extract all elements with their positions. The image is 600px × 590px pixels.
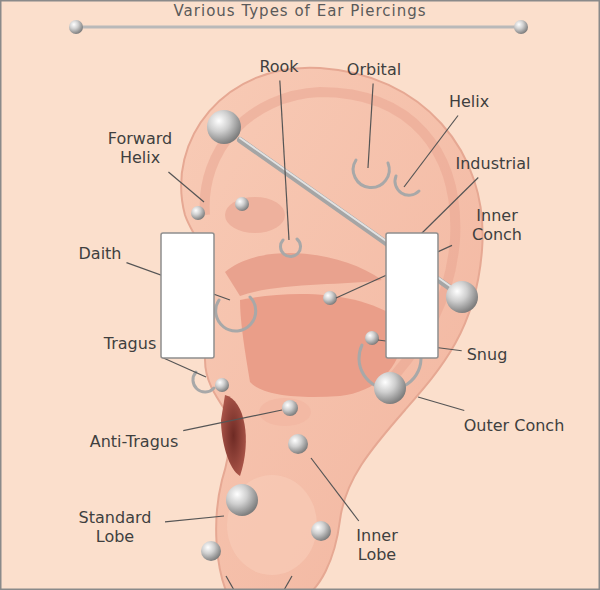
part-label: Snug	[467, 345, 508, 364]
part-label: Orbital	[347, 60, 401, 79]
daith-hoop	[216, 297, 256, 331]
part-label: Anti-Tragus	[90, 432, 179, 451]
part-label: Industrial	[455, 154, 530, 173]
ear-canal	[221, 395, 246, 476]
leader-stubs	[226, 576, 292, 590]
barbell-ball	[446, 281, 478, 313]
part-label: Outer Conch	[464, 416, 565, 435]
ear-outline	[181, 68, 482, 590]
barbell-ball	[69, 20, 83, 34]
leader-line	[404, 116, 458, 188]
part-label: Forward Helix	[95, 129, 185, 167]
toggle-opening	[161, 233, 214, 358]
rook-hoop	[281, 239, 301, 257]
part-label: Standard Lobe	[70, 508, 160, 546]
studs	[191, 197, 406, 561]
triangular-fossa	[225, 197, 285, 233]
part-label: Rook	[259, 57, 298, 76]
leader-line	[284, 576, 292, 590]
barbell-ball	[514, 20, 528, 34]
leader-line	[280, 81, 289, 241]
leader-line	[183, 410, 282, 431]
toggle-opening	[386, 233, 438, 358]
leader-line	[368, 84, 373, 169]
part-label: Inner Conch	[457, 206, 537, 244]
stud	[235, 197, 249, 211]
lobe-shade	[227, 475, 317, 575]
stud	[288, 434, 308, 454]
tragus-hoop	[193, 372, 214, 392]
stud	[226, 484, 258, 516]
part-label: Daith	[79, 244, 122, 263]
ring-ball	[374, 372, 406, 404]
cymba-concha	[225, 253, 382, 296]
leader-line	[226, 576, 234, 590]
part-label: Inner Lobe	[337, 526, 417, 564]
leader-line	[421, 178, 478, 235]
leader-line	[311, 458, 359, 521]
stud	[282, 400, 298, 416]
stud	[201, 541, 221, 561]
stud	[191, 206, 205, 220]
top-barbell	[80, 26, 518, 29]
leader-line	[165, 516, 224, 522]
stud	[311, 521, 331, 541]
leader-line	[161, 357, 206, 377]
antitragus-bump	[259, 398, 311, 426]
stud	[365, 331, 379, 345]
orbital-hoop	[353, 160, 389, 188]
part-label: Helix	[449, 92, 489, 111]
page-title: Various Types of Ear Piercings	[0, 2, 600, 20]
stud	[323, 291, 337, 305]
stud	[215, 378, 229, 392]
helix-hoop	[395, 176, 419, 195]
part-label: Tragus	[104, 334, 156, 353]
leader-line	[168, 172, 204, 202]
barbell-ball	[207, 110, 241, 144]
leader-line	[418, 397, 464, 411]
